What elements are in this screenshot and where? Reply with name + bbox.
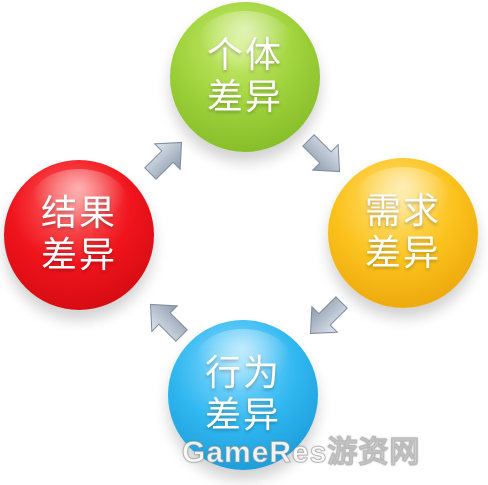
node-label-line2: 差异 (364, 233, 441, 274)
arrow-left-to-top-icon (138, 130, 194, 186)
arrow-right-to-bottom-icon (298, 290, 354, 346)
node-label-line1: 需求 (364, 191, 441, 232)
node-label-line1: 个体 (206, 35, 283, 76)
arrow-top-to-right-icon (296, 128, 352, 184)
node-label-line2: 差异 (206, 77, 283, 118)
node-behavior-difference: 行为 差异 (168, 320, 318, 470)
node-individual-difference: 个体 差异 (170, 2, 320, 152)
node-label-line2: 差异 (40, 235, 117, 276)
node-label-line1: 结果 (40, 193, 117, 234)
node-need-difference: 需求 差异 (328, 158, 478, 308)
arrow-bottom-to-left-icon (138, 292, 194, 348)
node-label-line2: 差异 (204, 395, 281, 436)
watermark: GameRes游资网 (181, 436, 421, 470)
node-result-difference: 结果 差异 (4, 160, 154, 310)
node-label-line1: 行为 (204, 353, 281, 394)
